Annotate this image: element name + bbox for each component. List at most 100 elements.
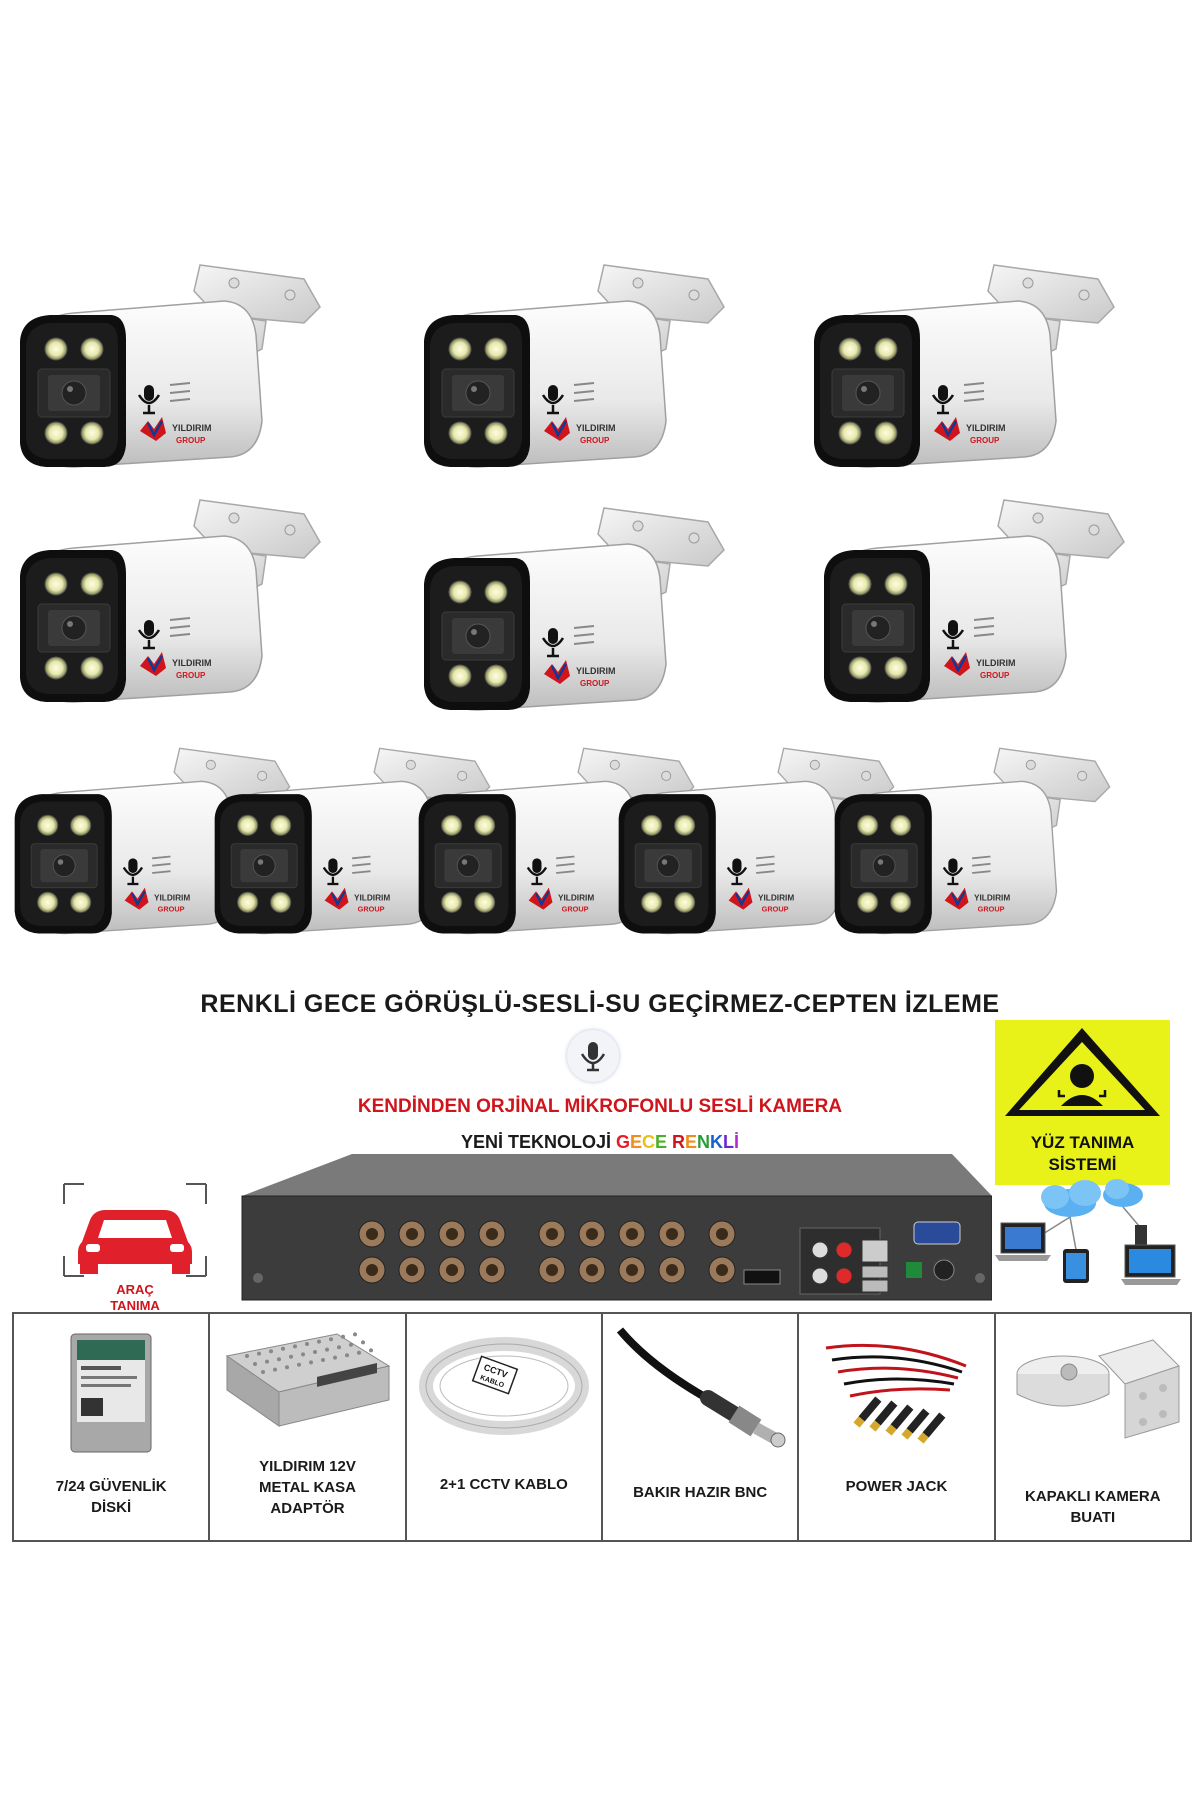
camera-1: YILDIRIM GROUP (4, 245, 364, 485)
vent-hole (317, 1339, 322, 1344)
vent-hole (325, 1347, 330, 1352)
bnc-port (658, 1220, 686, 1248)
bnc-port (658, 1256, 686, 1284)
camera-logo-text: YILDIRIM (172, 658, 212, 668)
laptop-icon (995, 1222, 1051, 1261)
hard-drive-icon (70, 1333, 152, 1453)
junction-box-icon (1016, 1339, 1180, 1439)
accessory-label: POWER JACK (845, 1478, 948, 1495)
accessory-cable: CCTV KABLO 2+1 CCTV KABLO (407, 1314, 603, 1540)
accessory-bnc: BAKIR HAZIR BNC (603, 1314, 800, 1540)
bnc-port (538, 1220, 566, 1248)
vent-hole (353, 1332, 358, 1337)
face-recognition-line1: YÜZ TANIMA (1030, 1133, 1135, 1152)
dc-plug-tip (885, 1424, 898, 1436)
tech-letter: E (685, 1132, 698, 1152)
dc-plug (923, 1412, 946, 1438)
vent-hole (253, 1362, 258, 1366)
dc-plug-tip (917, 1432, 930, 1444)
vent-hole (293, 1344, 298, 1349)
camera-9: YILDIRIM GROUP (404, 730, 734, 950)
cable-coil-icon: CCTV KABLO (418, 1337, 589, 1435)
vent-hole (273, 1367, 278, 1372)
camera-logo-sub: GROUP (580, 679, 610, 688)
laptop-icon (1121, 1244, 1181, 1285)
bnc-port (578, 1256, 606, 1284)
tech-letter: L (723, 1132, 735, 1152)
camera-logo-sub: GROUP (970, 436, 1000, 445)
camera-logo-text: YILDIRIM (354, 894, 390, 903)
camera-10: YILDIRIM GROUP (604, 730, 934, 950)
camera-logo-text: YILDIRIM (976, 658, 1016, 668)
jack-wire (850, 1387, 951, 1398)
camera-logo-text: YILDIRIM (154, 894, 190, 903)
camera-logo-sub: GROUP (580, 436, 610, 445)
camera-6: YILDIRIM GROUP (808, 480, 1168, 720)
camera-logo-text: YILDIRIM (576, 666, 616, 676)
car-recognition-line1: ARAÇ (116, 1282, 154, 1297)
remote-view-devices (995, 1175, 1185, 1290)
vent-hole (341, 1334, 346, 1339)
tech-letter: E (655, 1132, 668, 1152)
dc-plug-tip (901, 1428, 914, 1440)
vent-hole (357, 1350, 362, 1355)
camera-logo-sub: GROUP (176, 436, 206, 445)
camera-2: YILDIRIM GROUP (408, 245, 768, 485)
dc-plug (859, 1396, 882, 1422)
vent-hole (321, 1358, 326, 1362)
vent-hole (309, 1360, 314, 1365)
face-scan-icon (1005, 1028, 1160, 1116)
headline: RENKLİ GECE GÖRÜŞLÜ-SESLİ-SU GEÇİRMEZ-CE… (200, 990, 1000, 1018)
camera-logo-sub: GROUP (980, 671, 1010, 680)
bnc-connector-icon (617, 1327, 786, 1448)
vent-hole (329, 1337, 334, 1342)
bnc-port (398, 1220, 426, 1248)
dc-plug-tip (853, 1416, 866, 1428)
bnc-port (708, 1256, 736, 1284)
car-recognition-badge (60, 1180, 210, 1300)
camera-7: YILDIRIM GROUP (0, 730, 330, 950)
camera-8: YILDIRIM GROUP (200, 730, 530, 950)
bnc-port (618, 1256, 646, 1284)
bnc-port (438, 1220, 466, 1248)
bnc-port (358, 1220, 386, 1248)
jack-wire (838, 1366, 959, 1380)
bnc-port (578, 1220, 606, 1248)
vent-hole (277, 1357, 282, 1362)
camera-logo-text: YILDIRIM (576, 423, 616, 433)
camera-5: YILDIRIM GROUP (408, 488, 768, 728)
accessory-label: BAKIR HAZIR BNC (633, 1484, 768, 1501)
tech-line-prefix: YENİ TEKNOLOJİ (460, 1132, 616, 1152)
camera-logo-sub: GROUP (762, 905, 789, 914)
dc-plug (891, 1404, 914, 1430)
vent-hole (333, 1355, 338, 1360)
vent-hole (281, 1346, 286, 1351)
camera-logo-sub: GROUP (176, 671, 206, 680)
vent-hole (301, 1352, 306, 1357)
vent-hole (313, 1350, 318, 1354)
tech-line-colored: GECE RENKLİ (616, 1132, 739, 1152)
camera-logo-sub: GROUP (562, 905, 589, 914)
tech-letter: K (710, 1132, 724, 1152)
bnc-port (478, 1220, 506, 1248)
vent-hole (349, 1342, 354, 1347)
subheadline: KENDİNDEN ORJİNAL MİKROFONLU SESLİ KAMER… (357, 1096, 843, 1117)
camera-logo-sub: GROUP (358, 905, 385, 914)
accessory-label: 2+1 CCTV KABLO (439, 1476, 568, 1493)
vent-hole (337, 1345, 342, 1350)
car-recognition-line2: TANIMA (110, 1298, 160, 1313)
power-supply-icon (226, 1332, 391, 1427)
vent-hole (261, 1370, 266, 1374)
vent-hole (345, 1353, 350, 1358)
accessory-power-jack: POWER JACK (799, 1314, 996, 1540)
bnc-port (538, 1256, 566, 1284)
vent-hole (269, 1349, 274, 1354)
vent-hole (369, 1348, 374, 1353)
vent-hole (265, 1359, 270, 1364)
face-recognition-line2: SİSTEMİ (1048, 1155, 1117, 1174)
dvr-recorder (232, 1150, 993, 1310)
